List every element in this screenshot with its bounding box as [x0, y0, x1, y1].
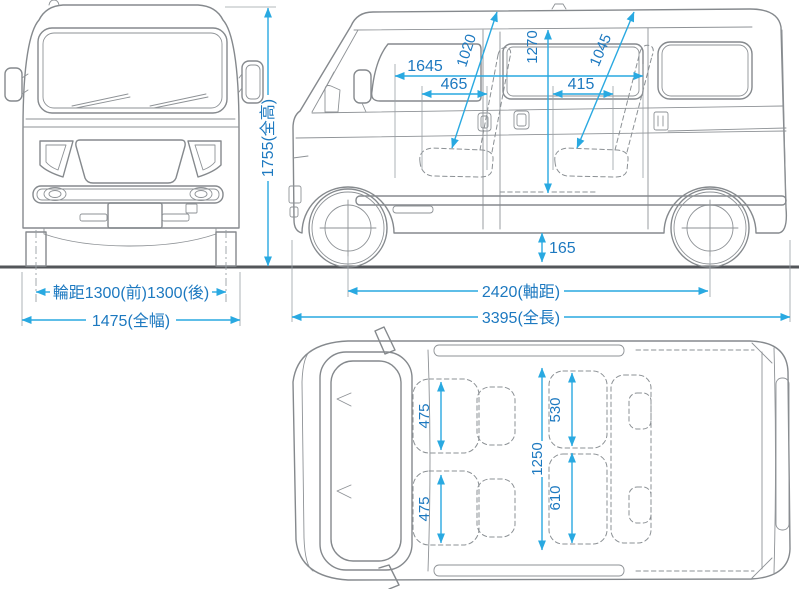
- top-left-mirror: [374, 326, 396, 355]
- top-rear-bench: [548, 370, 652, 545]
- dim-ground-clearance-label: 165: [549, 240, 576, 257]
- dim-second-seat-width: 475: [416, 474, 445, 544]
- side-door-mirror: [353, 69, 372, 113]
- dim-rear-seat-length-label: 415: [568, 76, 595, 93]
- dim-wheelbase-label: 2420(軸距): [482, 283, 560, 301]
- dim-rear-seat-section-a: 530: [547, 372, 576, 447]
- dim-front-diagonal-label: 1020: [453, 32, 479, 69]
- extension-lines: [21, 6, 791, 326]
- dim-front-interior-length-label: 1645: [407, 58, 443, 75]
- dim-rear-seat-section-a-label: 530: [547, 397, 564, 422]
- dim-overall-width-label: 1475(全幅): [92, 312, 170, 330]
- dim-interior-width-label: 1250: [529, 442, 546, 475]
- dim-rear-seat-section-b-label: 610: [547, 485, 564, 510]
- dim-rear-diagonal-label: 1045: [587, 32, 616, 69]
- side-rear-seat: [554, 44, 654, 178]
- dim-track-label: 輪距1300(前)1300(後): [53, 284, 210, 302]
- dim-ground-clearance: 165: [538, 232, 576, 263]
- dim-front-seat-width: 475: [416, 381, 445, 451]
- dim-overall-height-label: 1755(全高): [259, 99, 277, 177]
- dim-overall-width: 1475(全幅): [21, 312, 241, 330]
- dim-interior-height: 1270: [524, 29, 552, 194]
- dim-interior-width: 1250: [529, 367, 546, 551]
- top-front-seats: [412, 378, 516, 546]
- front-view-art: [4, 0, 264, 302]
- dim-overall-length: 3395(全長): [291, 309, 791, 327]
- dim-front-seat-length-label: 465: [441, 76, 468, 93]
- side-front-wheel: [308, 188, 388, 268]
- dim-front-seat-width-label: 475: [416, 403, 433, 428]
- dim-wheelbase: 2420(軸距): [347, 283, 709, 301]
- side-rear-wheel: [670, 188, 750, 268]
- dim-front-seat-length: 465: [421, 76, 488, 98]
- dim-overall-length-label: 3395(全長): [482, 309, 560, 327]
- dim-interior-height-label: 1270: [524, 30, 541, 63]
- dim-second-seat-width-label: 475: [416, 496, 433, 521]
- dim-overall-height: 1755(全高): [259, 7, 277, 267]
- dim-track: 輪距1300(前)1300(後): [35, 284, 227, 302]
- dim-rear-seat-section-b: 610: [547, 452, 576, 544]
- front-left-mirror: [4, 67, 29, 102]
- front-right-mirror: [238, 60, 264, 104]
- dim-front-interior-length: 1645: [394, 58, 644, 80]
- top-view-art: [292, 326, 791, 589]
- top-right-mirror: [378, 564, 400, 589]
